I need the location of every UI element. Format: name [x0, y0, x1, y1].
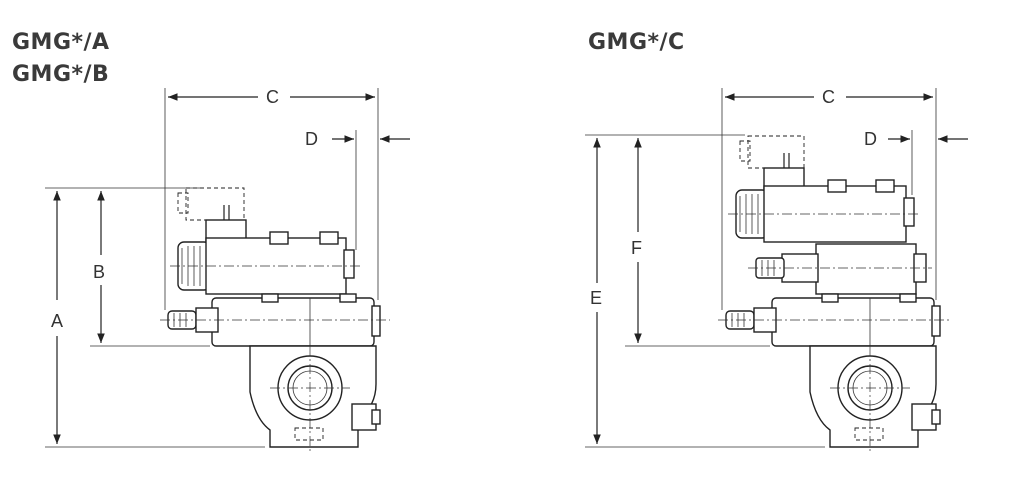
label-f-right: F — [631, 238, 642, 258]
left-valve-drawing: C D A B — [45, 87, 410, 452]
dim-c-right: C — [721, 87, 937, 310]
title-gmg-a: GMG*/A — [12, 30, 110, 55]
title-gmg-b: GMG*/B — [12, 62, 110, 87]
main-valve-body — [160, 293, 390, 452]
label-c-right: C — [822, 87, 835, 107]
dim-d-left: D — [305, 129, 410, 250]
label-e-right: E — [590, 288, 602, 308]
right-valve-drawing: C D E F — [585, 87, 968, 452]
dim-f-right: F — [625, 138, 770, 347]
label-d-left: D — [305, 129, 318, 149]
label-b-left: B — [93, 262, 105, 282]
dim-d-right: D — [864, 129, 968, 195]
middle-stage — [748, 243, 932, 295]
dim-c-left: C — [164, 87, 379, 310]
label-d-right: D — [864, 129, 877, 149]
label-c-left: C — [266, 87, 279, 107]
dim-e-right: E — [585, 134, 825, 448]
connector-outline-right — [747, 135, 805, 169]
dim-a-left: A — [45, 187, 265, 448]
solenoid-coil — [170, 219, 362, 295]
title-gmg-c: GMG*/C — [588, 30, 685, 55]
solenoid-coil-right — [728, 167, 920, 243]
connector-outline — [185, 187, 245, 221]
main-valve-body-right — [718, 293, 950, 452]
label-a-left: A — [51, 311, 63, 331]
dim-b-left: B — [90, 191, 210, 347]
